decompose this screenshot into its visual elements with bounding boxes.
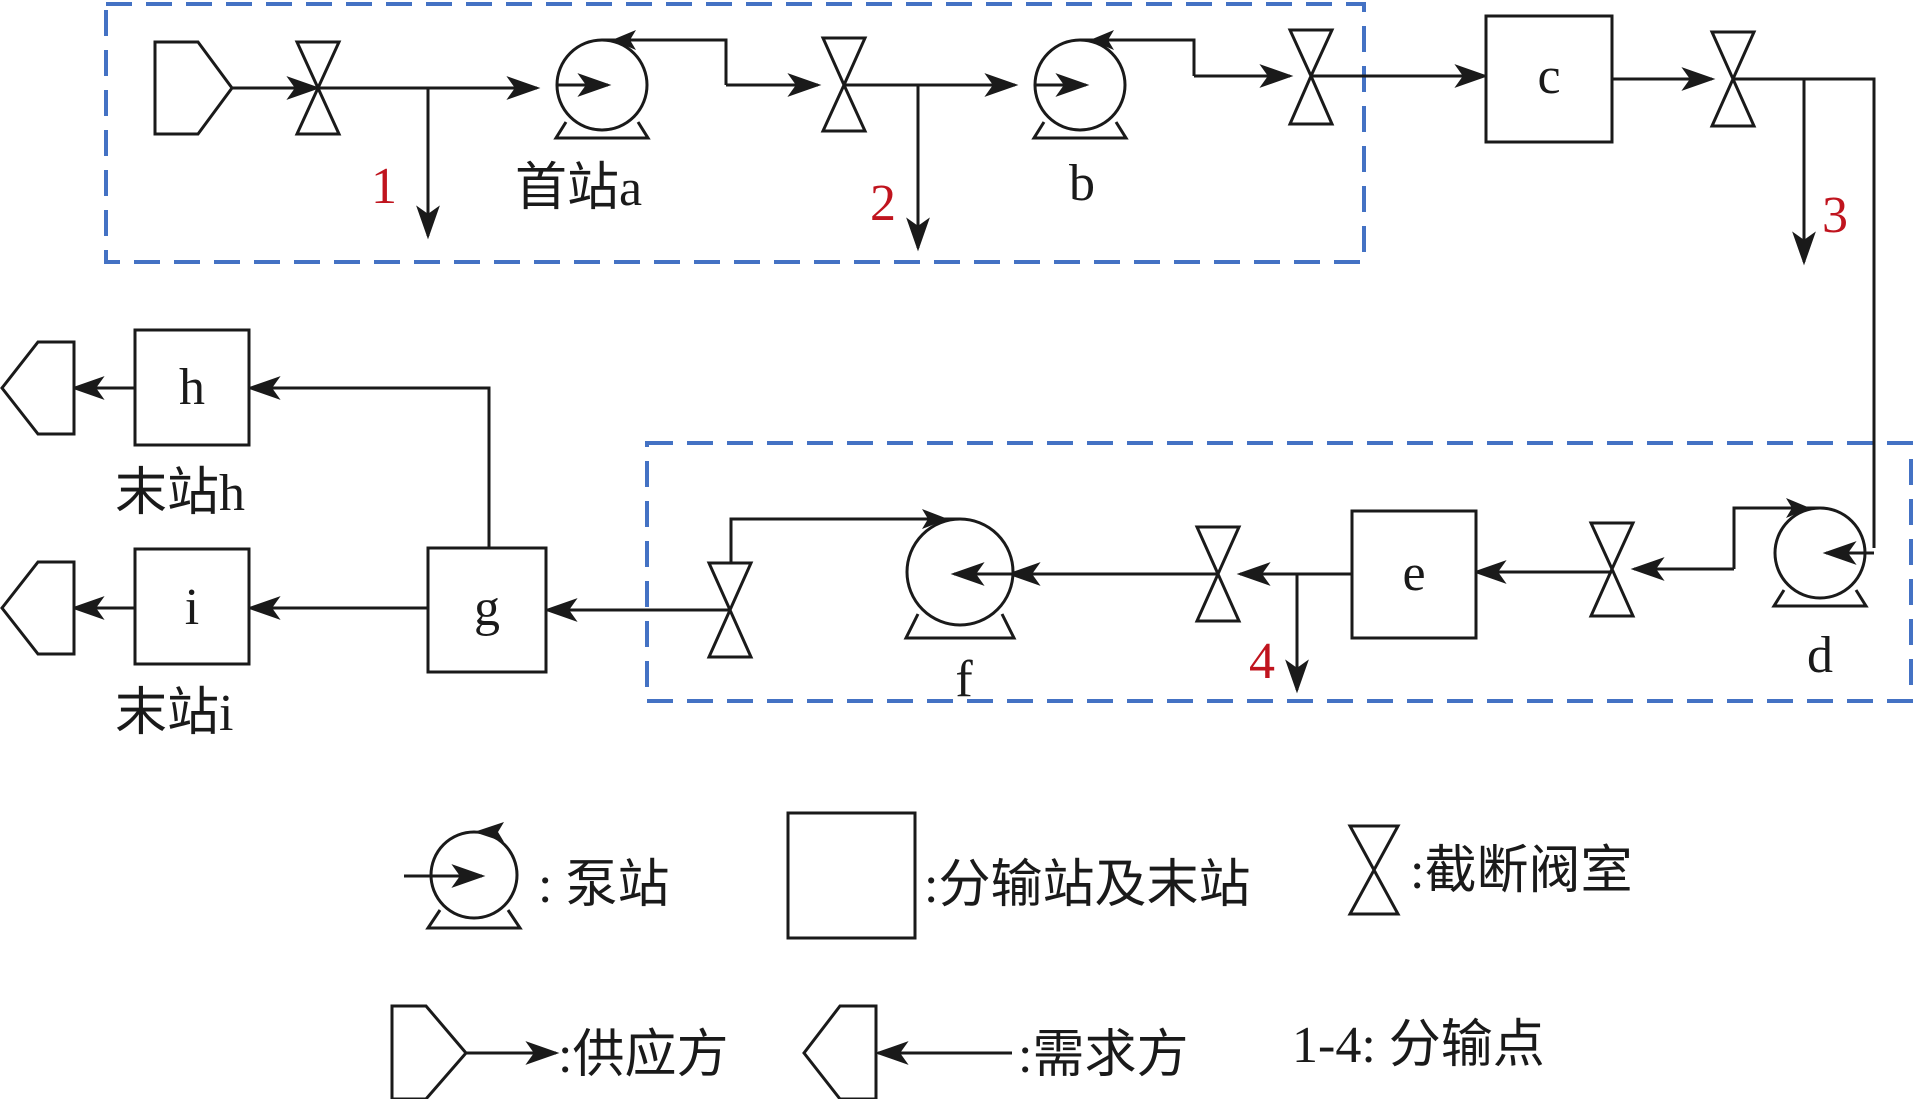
legend-branch-text: 1-4: 分输点 (1292, 1017, 1545, 1074)
station-h-box-label: h (179, 359, 205, 416)
station-a-label: 首站a (515, 160, 642, 217)
demand-sink-icon (0, 340, 76, 436)
station-g-label: g (474, 580, 500, 637)
supply-source-icon (153, 40, 234, 136)
demand-sink-icon (0, 560, 76, 656)
branch-number-1: 1 (371, 158, 397, 215)
branch-number-4: 4 (1249, 633, 1275, 690)
valve-icon (1588, 521, 1636, 618)
station-e-box (1350, 509, 1478, 640)
branch-number-3: 3 (1822, 187, 1848, 244)
station-h-box (133, 328, 251, 447)
station-c-label: c (1537, 48, 1560, 105)
pump-station-d (1732, 498, 1874, 608)
station-d-label: d (1807, 627, 1833, 684)
legend-box-icon (786, 811, 917, 940)
pump-station-a (553, 30, 728, 140)
legend-demand-icon (802, 1004, 878, 1099)
legend-pump-text: : 泵站 (538, 857, 669, 914)
station-i-box (133, 547, 251, 666)
station-f-label: f (955, 651, 973, 708)
station-i-label: 末站i (115, 685, 233, 742)
upper-pump-region (104, 2, 1366, 264)
legend-valve-icon (1347, 824, 1401, 916)
pump-station-f (729, 509, 1017, 640)
station-c-box (1484, 14, 1614, 144)
station-i-box-label: i (185, 579, 199, 636)
legend: : 泵站 :分输站及末站 :截断阀室 :供应方 :需求方 1-4: 分输点 (390, 811, 1632, 1099)
lower-pump-region (645, 441, 1913, 703)
station-h-label: 末站h (115, 465, 245, 522)
legend-box-text: :分输站及末站 (924, 857, 1250, 914)
legend-demand-text: :需求方 (1018, 1027, 1188, 1084)
legend-valve-text: :截断阀室 (1410, 843, 1632, 900)
station-e-label: e (1402, 545, 1425, 602)
legend-pump-icon (404, 822, 523, 930)
station-b-label: b (1069, 155, 1095, 212)
branch-number-2: 2 (870, 175, 896, 232)
legend-supply-text: :供应方 (558, 1027, 728, 1084)
pipe-segment (1733, 77, 1876, 548)
legend-supply-icon (390, 1004, 468, 1099)
station-g-box (426, 546, 548, 674)
pump-station-b (1031, 30, 1196, 140)
pipe-segment (246, 376, 491, 548)
